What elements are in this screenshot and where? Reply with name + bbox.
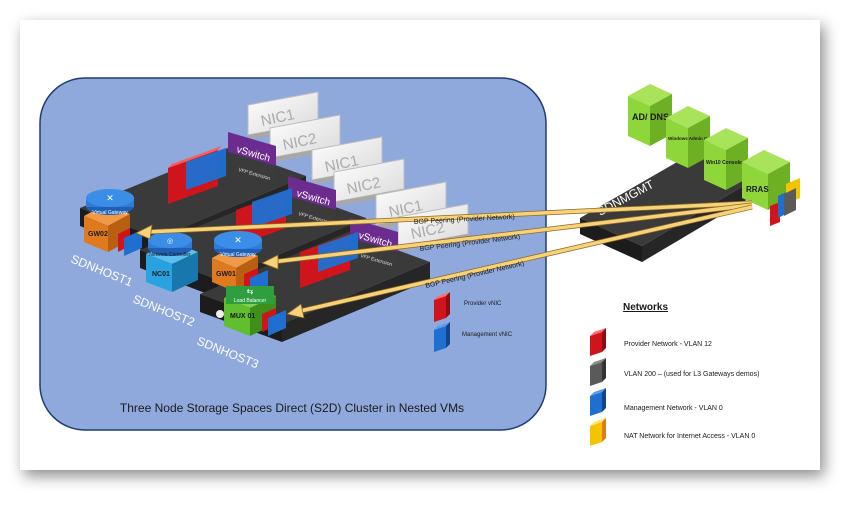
vm-role: Load Balancer [234,298,267,304]
network-legend-label: Management Network - VLAN 0 [624,405,723,412]
nic-label: NIC2 [409,219,446,243]
vnic-legend-label: Management vNIC [462,332,513,338]
vswitch-3: vSwitch VFP Extension [350,218,398,270]
mgmt-vm-ad-dns: AD/ DNS [628,84,672,146]
network-legend-label: VLAN 200 – (used for L3 Gateways demos) [624,371,759,378]
network-legend-label: Provider Network - VLAN 12 [624,341,712,348]
nic-label: NIC2 [281,130,318,154]
mgmt-vm-label: Windows Admin Center [668,136,719,141]
mgmt-vm-label: RRAS [746,185,769,194]
shuffle-icon: ✕ [234,235,242,245]
vm-gw02: ✕ Virtual Gateway GW02 [84,189,142,256]
vnic-legend-label: Provider vNIC [464,301,502,307]
controller-icon: ◎ [167,238,173,245]
network-legend-management: Management Network - VLAN 0 [590,388,723,416]
mgmt-vm-win10: Win10 Console [704,128,748,190]
networks-title: Networks [623,302,668,313]
nic-label: NIC1 [259,106,296,130]
nic-card: NIC2 [397,203,472,251]
vnic-legend-provider: Provider vNIC [434,292,502,322]
network-legend-label: NAT Network for Internet Access - VLAN 0 [624,433,755,440]
network-legend-provider: Provider Network - VLAN 12 [590,328,712,356]
network-legend-nat: NAT Network for Internet Access - VLAN 0 [590,418,755,446]
vm-mux01: ⇆ Load Balancer MUX 01 [224,286,286,336]
vm-role: Network Controller [149,252,191,258]
shuffle-icon: ✕ [106,193,114,203]
vm-role: Virtual Gateway [92,210,128,216]
mgmt-vm-rras: RRAS [742,150,800,226]
vm-label: MUX 01 [230,313,255,320]
mgmt-vm-label: AD/ DNS [632,112,669,122]
vm-label: GW01 [216,271,236,278]
network-legend-vlan200: VLAN 200 – (used for L3 Gateways demos) [590,358,759,386]
vm-label: GW02 [88,231,108,238]
bgp-arrows [135,200,753,319]
load-balancer-icon: ⇆ [247,287,254,296]
cluster-caption: Three Node Storage Spaces Direct (S2D) C… [120,401,464,415]
vm-role: Virtual Gateway [220,252,256,258]
mgmt-vm-wac: Windows Admin Center [666,106,719,168]
vm-nc01: ◎ Network Controller NC01 [146,232,198,292]
vswitch-1: vSwitch VFP Extension [228,132,276,184]
vswitch-2: vSwitch VFP Extension [288,176,336,228]
mgmt-vm-label: Win10 Console [706,160,742,166]
nic-label: NIC2 [345,174,382,198]
vm-label: NC01 [152,271,170,278]
vnic-legend-management: Management vNIC [434,322,513,352]
